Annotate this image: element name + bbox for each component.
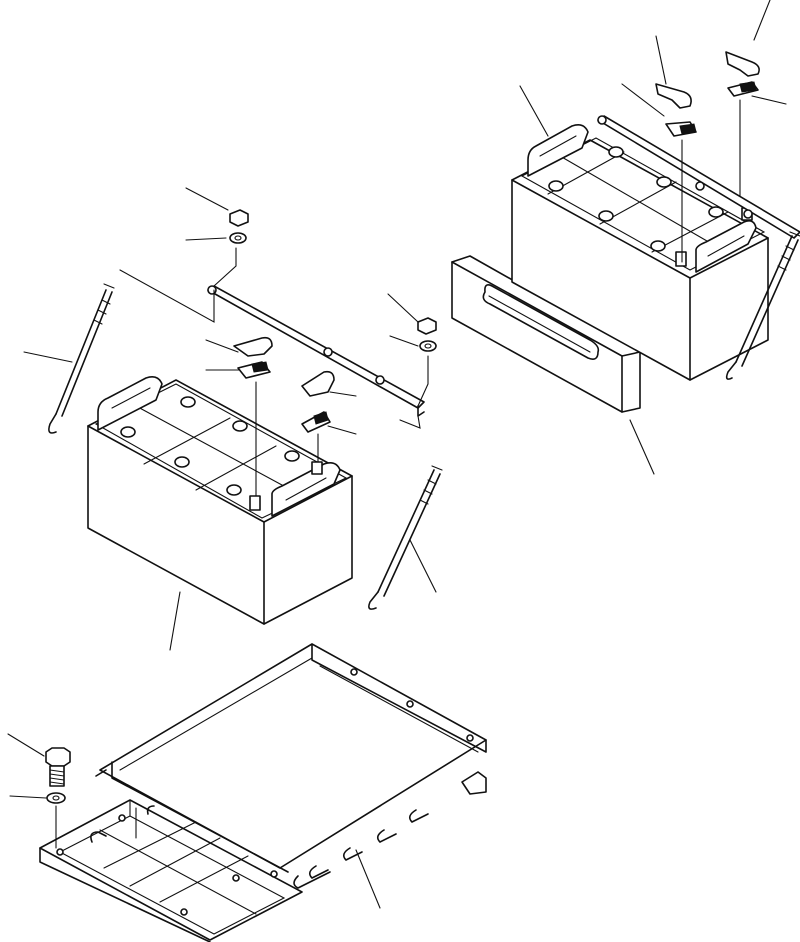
terminal-cap (233, 336, 335, 397)
battery-hold-down-bar (207, 285, 425, 417)
terminal-clamp (665, 81, 759, 137)
nut (229, 209, 437, 335)
mounting-washer (46, 792, 66, 804)
rear-battery-assembly (451, 0, 800, 475)
battery-j-bolt (725, 231, 800, 380)
terminal-cap (655, 51, 760, 109)
terminal-clamp (237, 361, 331, 433)
rear-leader-lines (519, 0, 787, 475)
mounting-bolt (45, 747, 71, 787)
battery-j-bolt (368, 465, 443, 610)
washer (229, 232, 437, 352)
battery-insulator-pad (451, 255, 641, 413)
front-battery-assembly (23, 187, 443, 651)
battery-j-bolt (48, 283, 115, 434)
tray-leader-lines (7, 733, 381, 909)
battery-front (87, 376, 353, 625)
battery-tray-bracket (39, 643, 487, 942)
battery-hold-down-bar (597, 115, 800, 239)
front-leader-lines (23, 187, 437, 651)
